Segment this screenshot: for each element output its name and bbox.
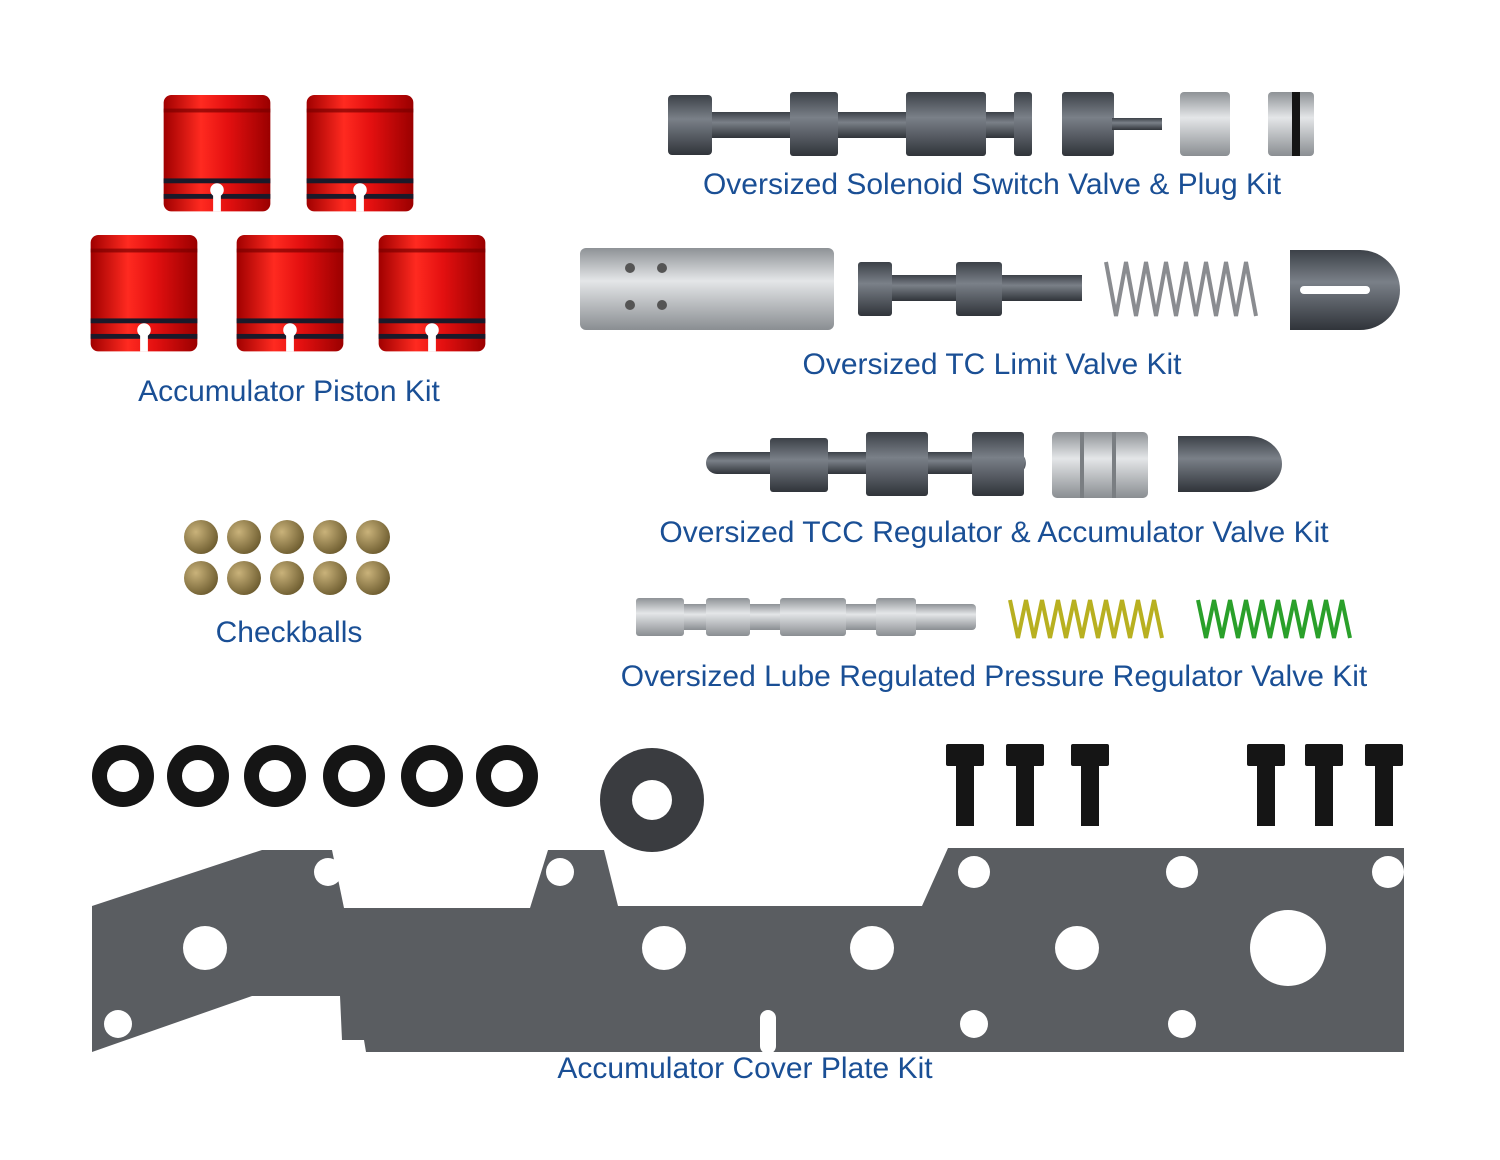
accumulator-piston-icon <box>90 95 486 352</box>
lube-regulator-valve-icon <box>636 598 1352 639</box>
accumulator-cover-plate-kit-label: Accumulator Cover Plate Kit <box>557 1052 933 1085</box>
solenoid-switch-valve-kit-label: Oversized Solenoid Switch Valve & Plug K… <box>702 168 1282 201</box>
cover-plate-icon <box>92 848 1404 1054</box>
tc-limit-valve-icon <box>580 248 1400 330</box>
solenoid-switch-valve-icon <box>668 92 1314 156</box>
tc-limit-valve-kit-label: Oversized TC Limit Valve Kit <box>802 348 1182 381</box>
washer-icon <box>92 745 704 852</box>
tcc-regulator-valve-kit-label: Oversized TCC Regulator & Accumulator Va… <box>659 516 1329 549</box>
checkballs-label: Checkballs <box>215 616 363 649</box>
accumulator-piston-kit-label: Accumulator Piston Kit <box>138 375 440 408</box>
tcc-regulator-valve-icon <box>706 432 1282 498</box>
bolt-icon <box>946 744 1403 826</box>
lube-regulator-valve-kit-label: Oversized Lube Regulated Pressure Regula… <box>620 660 1368 693</box>
checkball-icon <box>184 520 390 595</box>
